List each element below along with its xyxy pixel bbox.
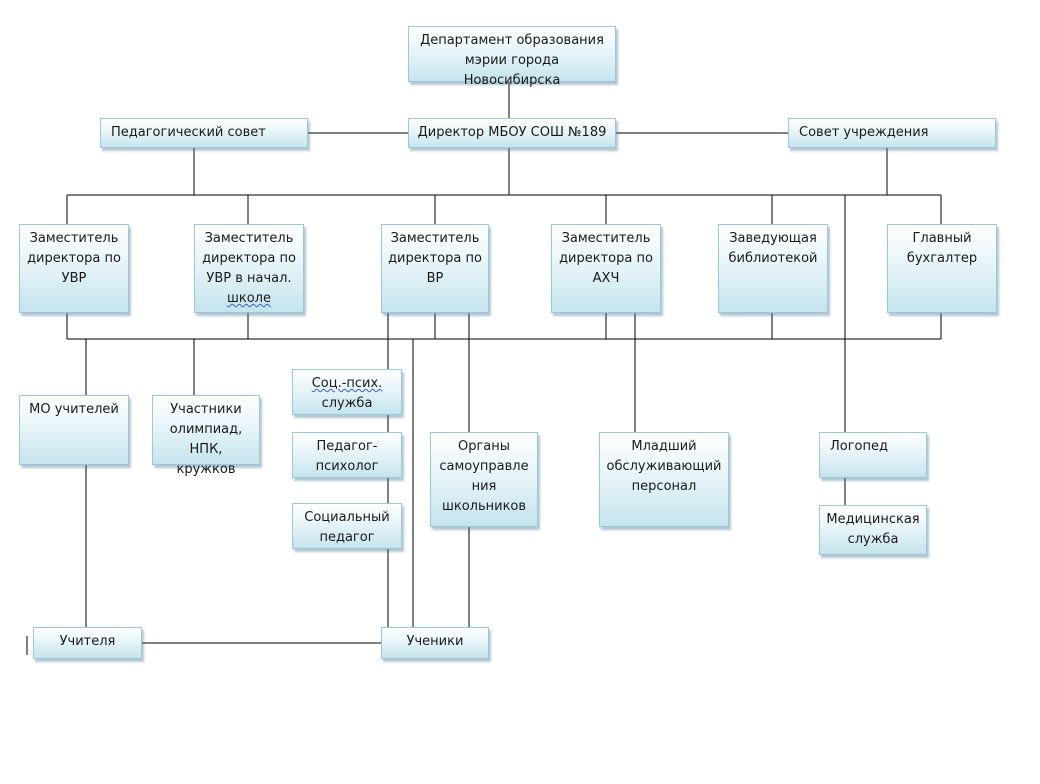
node-pedagogical-council: Педагогический совет [100, 118, 308, 148]
node-educational-psychologist: Педагог- психолог [292, 432, 402, 478]
node-director: Директор МБОУ СОШ №189 [408, 118, 616, 148]
node-librarian: Заведующая библиотекой [718, 224, 828, 313]
node-institution-council: Совет учреждения [788, 118, 996, 148]
node-junior-service-staff: Младший обслуживающий персонал [599, 432, 729, 527]
node-deputy-ahch: Заместитель директора по АХЧ [551, 224, 661, 313]
node-student-self-government: Органы самоуправле ния школьников [430, 432, 538, 527]
node-deputy-vr: Заместитель директора по ВР [381, 224, 489, 313]
node-deputy-uvr-primary: Заместитель директора по УВР в начал. шк… [194, 224, 304, 313]
node-students: Ученики [381, 627, 489, 659]
node-social-pedagogue: Социальный педагог [292, 503, 402, 549]
node-department: Департамент образования мэрии города Нов… [408, 26, 616, 88]
node-participants: Участники олимпиад, НПК, кружков [152, 395, 260, 477]
node-social-psych-service: Соц.-псих. служба [292, 369, 402, 415]
node-chief-accountant: Главный бухгалтер [887, 224, 997, 313]
node-mo-teachers: МО учителей [19, 395, 129, 465]
node-speech-therapist: Логопед [819, 432, 927, 478]
node-medical-service: Медицинская служба [819, 505, 927, 555]
node-teachers: Учителя [33, 627, 142, 659]
node-deputy-uvr: Заместитель директора по УВР [19, 224, 129, 313]
